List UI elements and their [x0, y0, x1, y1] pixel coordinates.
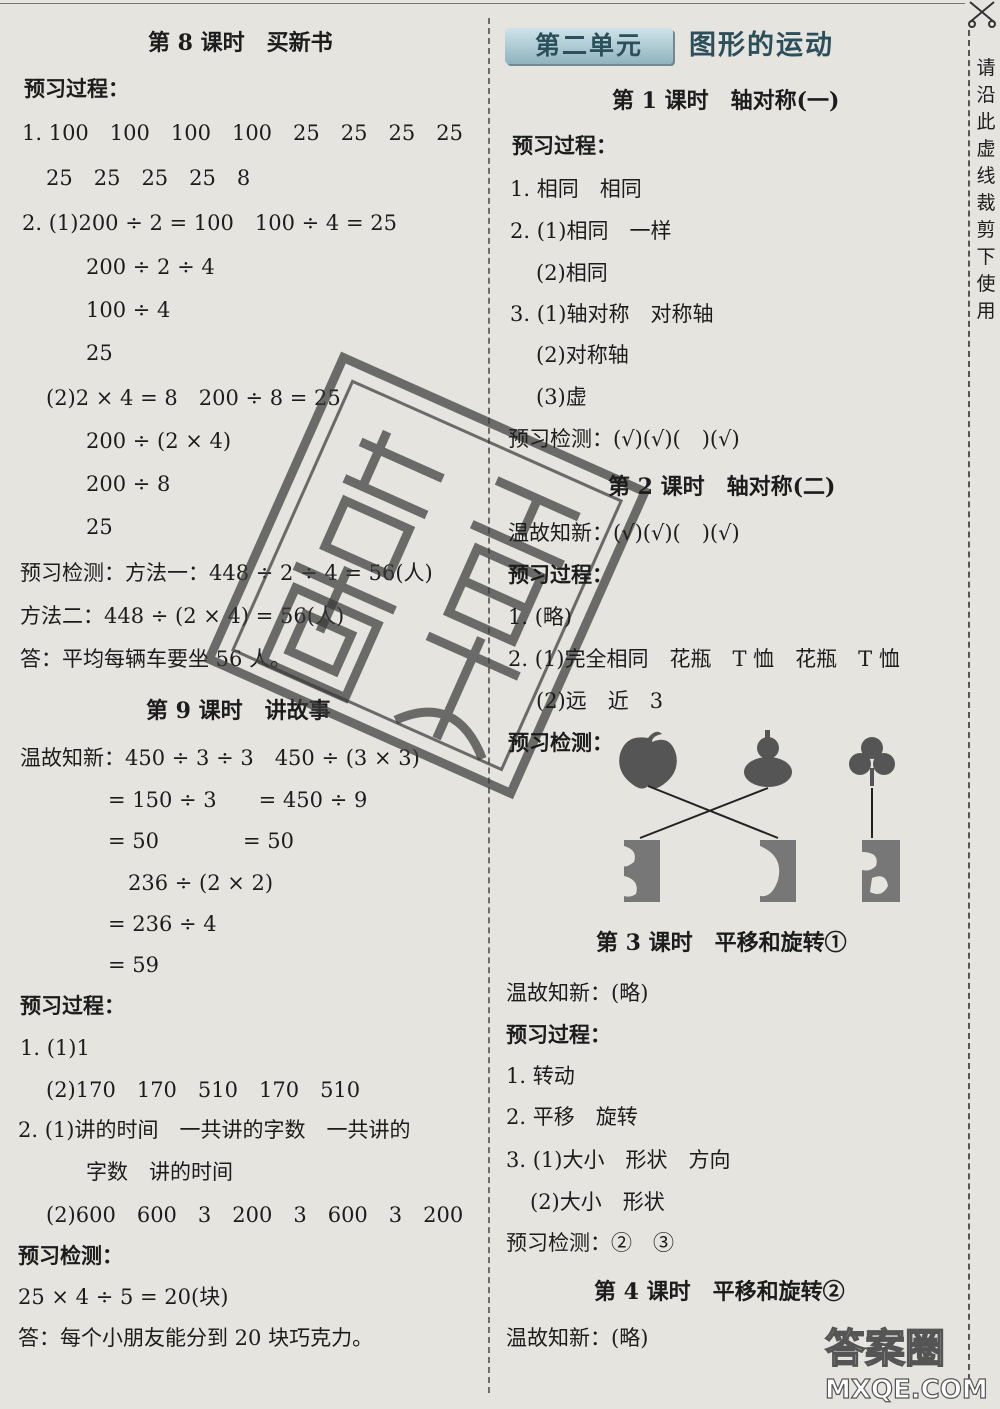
lesson9-review-line6: = 59	[108, 953, 159, 977]
lesson8-q2-line3: 100 ÷ 4	[86, 298, 171, 322]
lesson9-preview-process-label: 预习过程：	[20, 993, 125, 1018]
r-lesson1-q2-line1: 2. (1)相同 一样	[510, 219, 672, 243]
lesson8-q2-line6: 200 ÷ (2 × 4)	[86, 429, 232, 453]
gourd-shape	[744, 730, 792, 787]
top-border	[0, 3, 965, 4]
lesson9-review-line5: = 236 ÷ 4	[108, 912, 217, 936]
lesson8-q2-line2: 200 ÷ 2 ÷ 4	[86, 255, 215, 279]
lesson8-q1-line2: 25 25 25 25 8	[46, 166, 251, 190]
column-divider	[488, 18, 490, 1393]
cut-char: 用	[976, 300, 996, 322]
cut-instruction: 请 沿 此 虚 线 裁 剪 下 使 用	[974, 55, 998, 325]
r-lesson3-q3-line2: (2)大小 形状	[530, 1190, 665, 1214]
lesson9-check-label: 预习检测：	[18, 1243, 123, 1268]
lesson9-review-line4: 236 ÷ (2 × 2)	[128, 871, 274, 895]
r-lesson1-q3-line3: (3)虚	[536, 385, 587, 409]
lesson9-review-line2: = 150 ÷ 3 = 450 ÷ 9	[108, 788, 368, 812]
lesson9-review-line1: 温故知新：450 ÷ 3 ÷ 3 450 ÷ (3 × 3)	[20, 746, 420, 770]
lesson9-q2-line3: (2)600 600 3 200 3 600 3 200	[46, 1203, 464, 1227]
unit-title: 图形的运动	[689, 30, 834, 61]
lesson4-title: 第 4 课时 平移和旋转②	[594, 1279, 845, 1305]
lesson3-title: 第 3 课时 平移和旋转①	[596, 930, 847, 956]
lesson8-check-line1: 预习检测：方法一：448 ÷ 2 ÷ 4 = 56(人)	[20, 561, 433, 585]
r-lesson3-check: 预习检测：② ③	[506, 1231, 674, 1255]
cut-char: 虚	[976, 138, 996, 160]
r-lesson3-preview-process-label: 预习过程：	[506, 1022, 611, 1047]
cut-char: 沿	[976, 84, 996, 106]
lesson2-title: 第 2 课时 轴对称(二)	[608, 474, 836, 500]
r-lesson1-q3-line2: (2)对称轴	[536, 343, 629, 367]
lesson9-q1-line1: 1. (1)1	[20, 1036, 90, 1060]
half-shape-2	[760, 840, 796, 902]
r-lesson2-q2-line1: 2. (1)完全相同 花瓶 T 恤 花瓶 T 恤	[508, 647, 900, 671]
r-lesson3-q1: 1. 转动	[506, 1064, 575, 1088]
r-lesson1-q3-line1: 3. (1)轴对称 对称轴	[510, 302, 714, 326]
r-lesson2-preview-process-label: 预习过程：	[508, 562, 613, 587]
cut-char: 此	[976, 111, 996, 133]
r-lesson2-q2-line2: (2)远 近 3	[536, 689, 664, 713]
watermark-site: MXQE.COM	[825, 1375, 988, 1405]
lesson8-q1-line1: 1. 100 100 100 100 25 25 25 25	[22, 121, 463, 145]
r-lesson3-q3-line1: 3. (1)大小 形状 方向	[506, 1148, 731, 1172]
lesson9-q1-line2: (2)170 170 510 170 510	[46, 1078, 361, 1102]
cut-char: 请	[976, 57, 996, 79]
lesson9-q2-line1: 2. (1)讲的时间 一共讲的字数 一共讲的	[18, 1118, 411, 1142]
cut-char: 下	[976, 246, 996, 268]
square-stamp-overlay	[203, 351, 651, 800]
cut-char: 线	[976, 165, 996, 187]
watermark-chars: 答案圈	[825, 1326, 945, 1372]
apple-shape	[619, 731, 677, 789]
lesson8-preview-process-label: 预习过程：	[24, 76, 129, 101]
r-lesson1-q2-line2: (2)相同	[536, 261, 608, 285]
half-shape-3	[862, 840, 900, 902]
lesson8-q2-line5: (2)2 × 4 = 8 200 ÷ 8 = 25	[46, 386, 341, 410]
r-lesson3-q2: 2. 平移 旋转	[506, 1105, 638, 1129]
half-shape-1	[624, 840, 660, 902]
lesson9-calc: 25 × 4 ÷ 5 = 20(块)	[18, 1285, 229, 1309]
cut-line	[968, 30, 970, 1390]
clover-shape	[849, 737, 895, 786]
lesson8-q2-line4: 25	[86, 341, 113, 365]
r-lesson1-preview-process-label: 预习过程：	[512, 133, 617, 158]
lesson8-q2-line8: 25	[86, 515, 113, 539]
r-lesson2-check-label: 预习检测：	[508, 730, 613, 755]
lesson8-title: 第 8 课时 买新书	[148, 30, 333, 56]
watermark-logo: 答案圈 MXQE.COM	[824, 1325, 988, 1405]
r-lesson1-check: 预习检测：(√)(√)( )(√)	[508, 427, 740, 451]
cut-char: 使	[976, 273, 996, 295]
r-lesson3-review: 温故知新：(略)	[506, 981, 649, 1005]
lesson8-q2-line7: 200 ÷ 8	[86, 472, 171, 496]
r-lesson2-review: 温故知新：(√)(√)( )(√)	[508, 521, 740, 545]
r-lesson2-q1: 1. (略)	[508, 605, 573, 629]
scissors-icon	[968, 1, 996, 28]
lesson1-title: 第 1 课时 轴对称(一)	[612, 88, 840, 114]
r-lesson1-q1: 1. 相同 相同	[510, 177, 642, 201]
lesson9-answer: 答：每个小朋友能分到 20 块巧克力。	[18, 1326, 374, 1350]
lesson8-check-line2: 方法二：448 ÷ (2 × 4) = 56(人)	[20, 604, 345, 628]
matching-lines	[639, 785, 873, 839]
r-lesson4-review: 温故知新：(略)	[506, 1326, 649, 1350]
lesson9-q2-line2: 字数 讲的时间	[86, 1160, 233, 1184]
cut-char: 裁	[976, 192, 996, 214]
symmetry-matching-figure	[619, 730, 900, 902]
cut-char: 剪	[976, 219, 996, 241]
lesson8-q2-line1: 2. (1)200 ÷ 2 = 100 100 ÷ 4 = 25	[22, 211, 397, 235]
unit-label: 第二单元	[505, 28, 673, 64]
unit-banner: 第二单元 图形的运动	[505, 24, 875, 70]
lesson9-review-line3: = 50 = 50	[108, 829, 294, 853]
